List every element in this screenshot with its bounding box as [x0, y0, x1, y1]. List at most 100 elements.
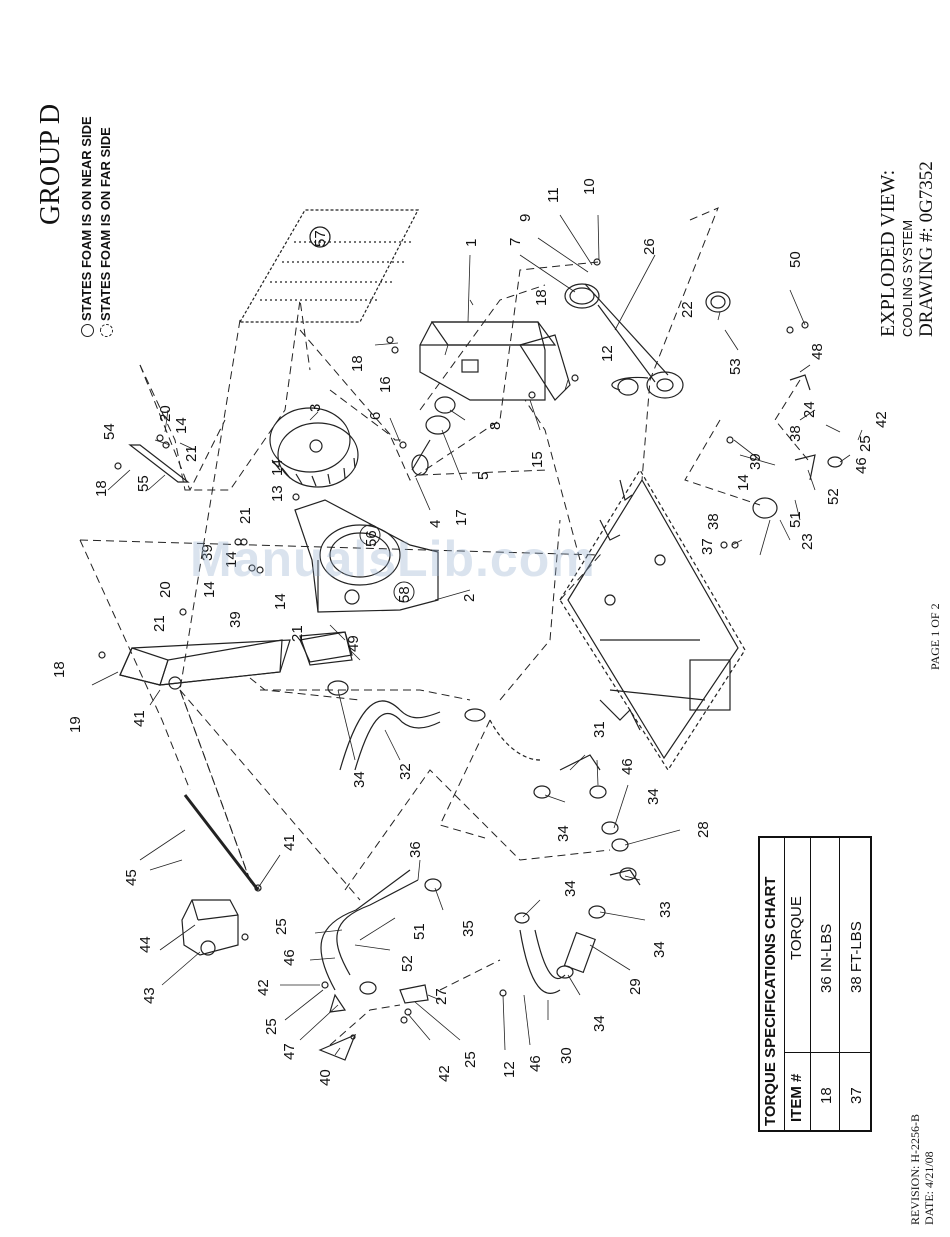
callout: 25 — [857, 435, 874, 452]
row-torque-cell: 36 IN-LBS — [818, 923, 835, 993]
radiator-part — [119, 631, 353, 690]
callout: 14 — [272, 593, 289, 610]
callout: 16 — [377, 376, 394, 393]
callout: 23 — [799, 533, 816, 550]
callout: 18 — [93, 480, 110, 497]
title-line-2: COOLING SYSTEM — [900, 219, 915, 337]
callout: 14 — [735, 474, 752, 491]
callout: 34 — [651, 941, 668, 958]
callout: 21 — [151, 615, 168, 632]
hardware-part — [98, 258, 809, 1061]
torque-specifications-table — [758, 836, 872, 1132]
callout: 52 — [399, 955, 416, 972]
callout: 50 — [787, 251, 804, 268]
bypass-hose-part — [514, 867, 641, 994]
callout: 20 — [157, 581, 174, 598]
callout: 40 — [317, 1069, 334, 1086]
callout: 38 — [705, 513, 722, 530]
callout: 46 — [281, 949, 298, 966]
top-panel-part — [238, 209, 419, 323]
callout: 3 — [307, 404, 324, 412]
row-item-cell: 18 — [818, 1087, 835, 1104]
column-header-torque: TORQUE — [788, 896, 805, 960]
callout: 55 — [135, 475, 152, 492]
callout: 46 — [619, 758, 636, 775]
callout: 8 — [487, 422, 504, 430]
callout: 34 — [645, 788, 662, 805]
callout: 38 — [787, 425, 804, 442]
bracket-part — [299, 631, 353, 663]
title-line-3: DRAWING #: 0G7352 — [916, 161, 937, 337]
title-line-1: EXPLODED VIEW: — [877, 169, 899, 337]
page-number: PAGE 1 OF 2 — [928, 603, 942, 670]
blower-housing-part — [294, 499, 439, 613]
callout: 42 — [255, 979, 272, 996]
row-item-cell: 37 — [848, 1087, 865, 1104]
callout: 14 — [201, 581, 218, 598]
date-label: DATE: 4/21/08 — [922, 1151, 936, 1225]
hub-bearing-part — [411, 396, 456, 476]
callout: 25 — [263, 1018, 280, 1035]
callout: 10 — [581, 178, 598, 195]
callout: 21 — [183, 445, 200, 462]
callout: 11 — [545, 187, 562, 203]
callout: 14 — [223, 551, 240, 568]
callout: 32 — [397, 763, 414, 780]
legend-far-side: STATES FOAM IS ON FAR SIDE — [98, 127, 114, 337]
belt-pulley-part — [564, 283, 684, 399]
callout: 43 — [141, 987, 158, 1004]
watermark: ManualsLib.com — [190, 531, 596, 587]
callout: 26 — [641, 238, 658, 255]
callout: 44 — [137, 936, 154, 953]
callout: 34 — [555, 825, 572, 842]
base-frame-part — [559, 468, 746, 772]
callout: 14 — [173, 417, 190, 434]
callout: 25 — [462, 1051, 479, 1068]
dashed-circle-icon — [100, 324, 114, 337]
callout: 47 — [281, 1043, 298, 1060]
callout: 41 — [131, 710, 148, 727]
callout: 49 — [345, 635, 362, 652]
callout: 17 — [453, 509, 470, 526]
callout: 21 — [289, 625, 306, 642]
callout: 35 — [460, 920, 477, 937]
callout: 30 — [558, 1047, 575, 1064]
callout: 52 — [825, 488, 842, 505]
callout: 22 — [679, 301, 696, 318]
torque-chart-title: TORQUE SPECIFICATIONS CHART — [762, 876, 779, 1126]
callout: 18 — [349, 355, 366, 372]
callout: 46 — [527, 1055, 544, 1072]
callout: 18 — [51, 661, 68, 678]
callout: 42 — [873, 411, 890, 428]
callout: 28 — [695, 821, 712, 838]
revision-label: REVISION: H-2256-B — [908, 1114, 922, 1225]
callout: 12 — [599, 345, 616, 362]
callout: 1 — [463, 239, 480, 247]
callout: 27 — [433, 988, 450, 1005]
callout: 7 — [507, 238, 524, 246]
upper-hose-part — [327, 680, 441, 771]
callout: 39 — [747, 453, 764, 470]
callout: 51 — [787, 511, 804, 528]
callout: 5 — [475, 472, 492, 480]
shroud-housing-part — [419, 321, 571, 401]
callout: 39 — [227, 611, 244, 628]
callout: 19 — [67, 716, 84, 733]
callout: 15 — [529, 451, 546, 468]
group-title: GROUP D — [35, 103, 66, 225]
callout: 36 — [407, 841, 424, 858]
callout: 34 — [351, 771, 368, 788]
callout: 45 — [123, 869, 140, 886]
tensioner-part — [705, 291, 843, 519]
callout: 13 — [269, 485, 286, 502]
callout: 2 — [461, 594, 478, 602]
callout: 9 — [517, 214, 534, 222]
callout: 31 — [591, 721, 608, 738]
callout: 58 — [396, 586, 413, 603]
callout: 4 — [427, 520, 444, 528]
callout: 18 — [533, 289, 550, 306]
callout: 57 — [312, 230, 329, 247]
callout: 42 — [436, 1065, 453, 1082]
callout: 24 — [801, 401, 818, 418]
